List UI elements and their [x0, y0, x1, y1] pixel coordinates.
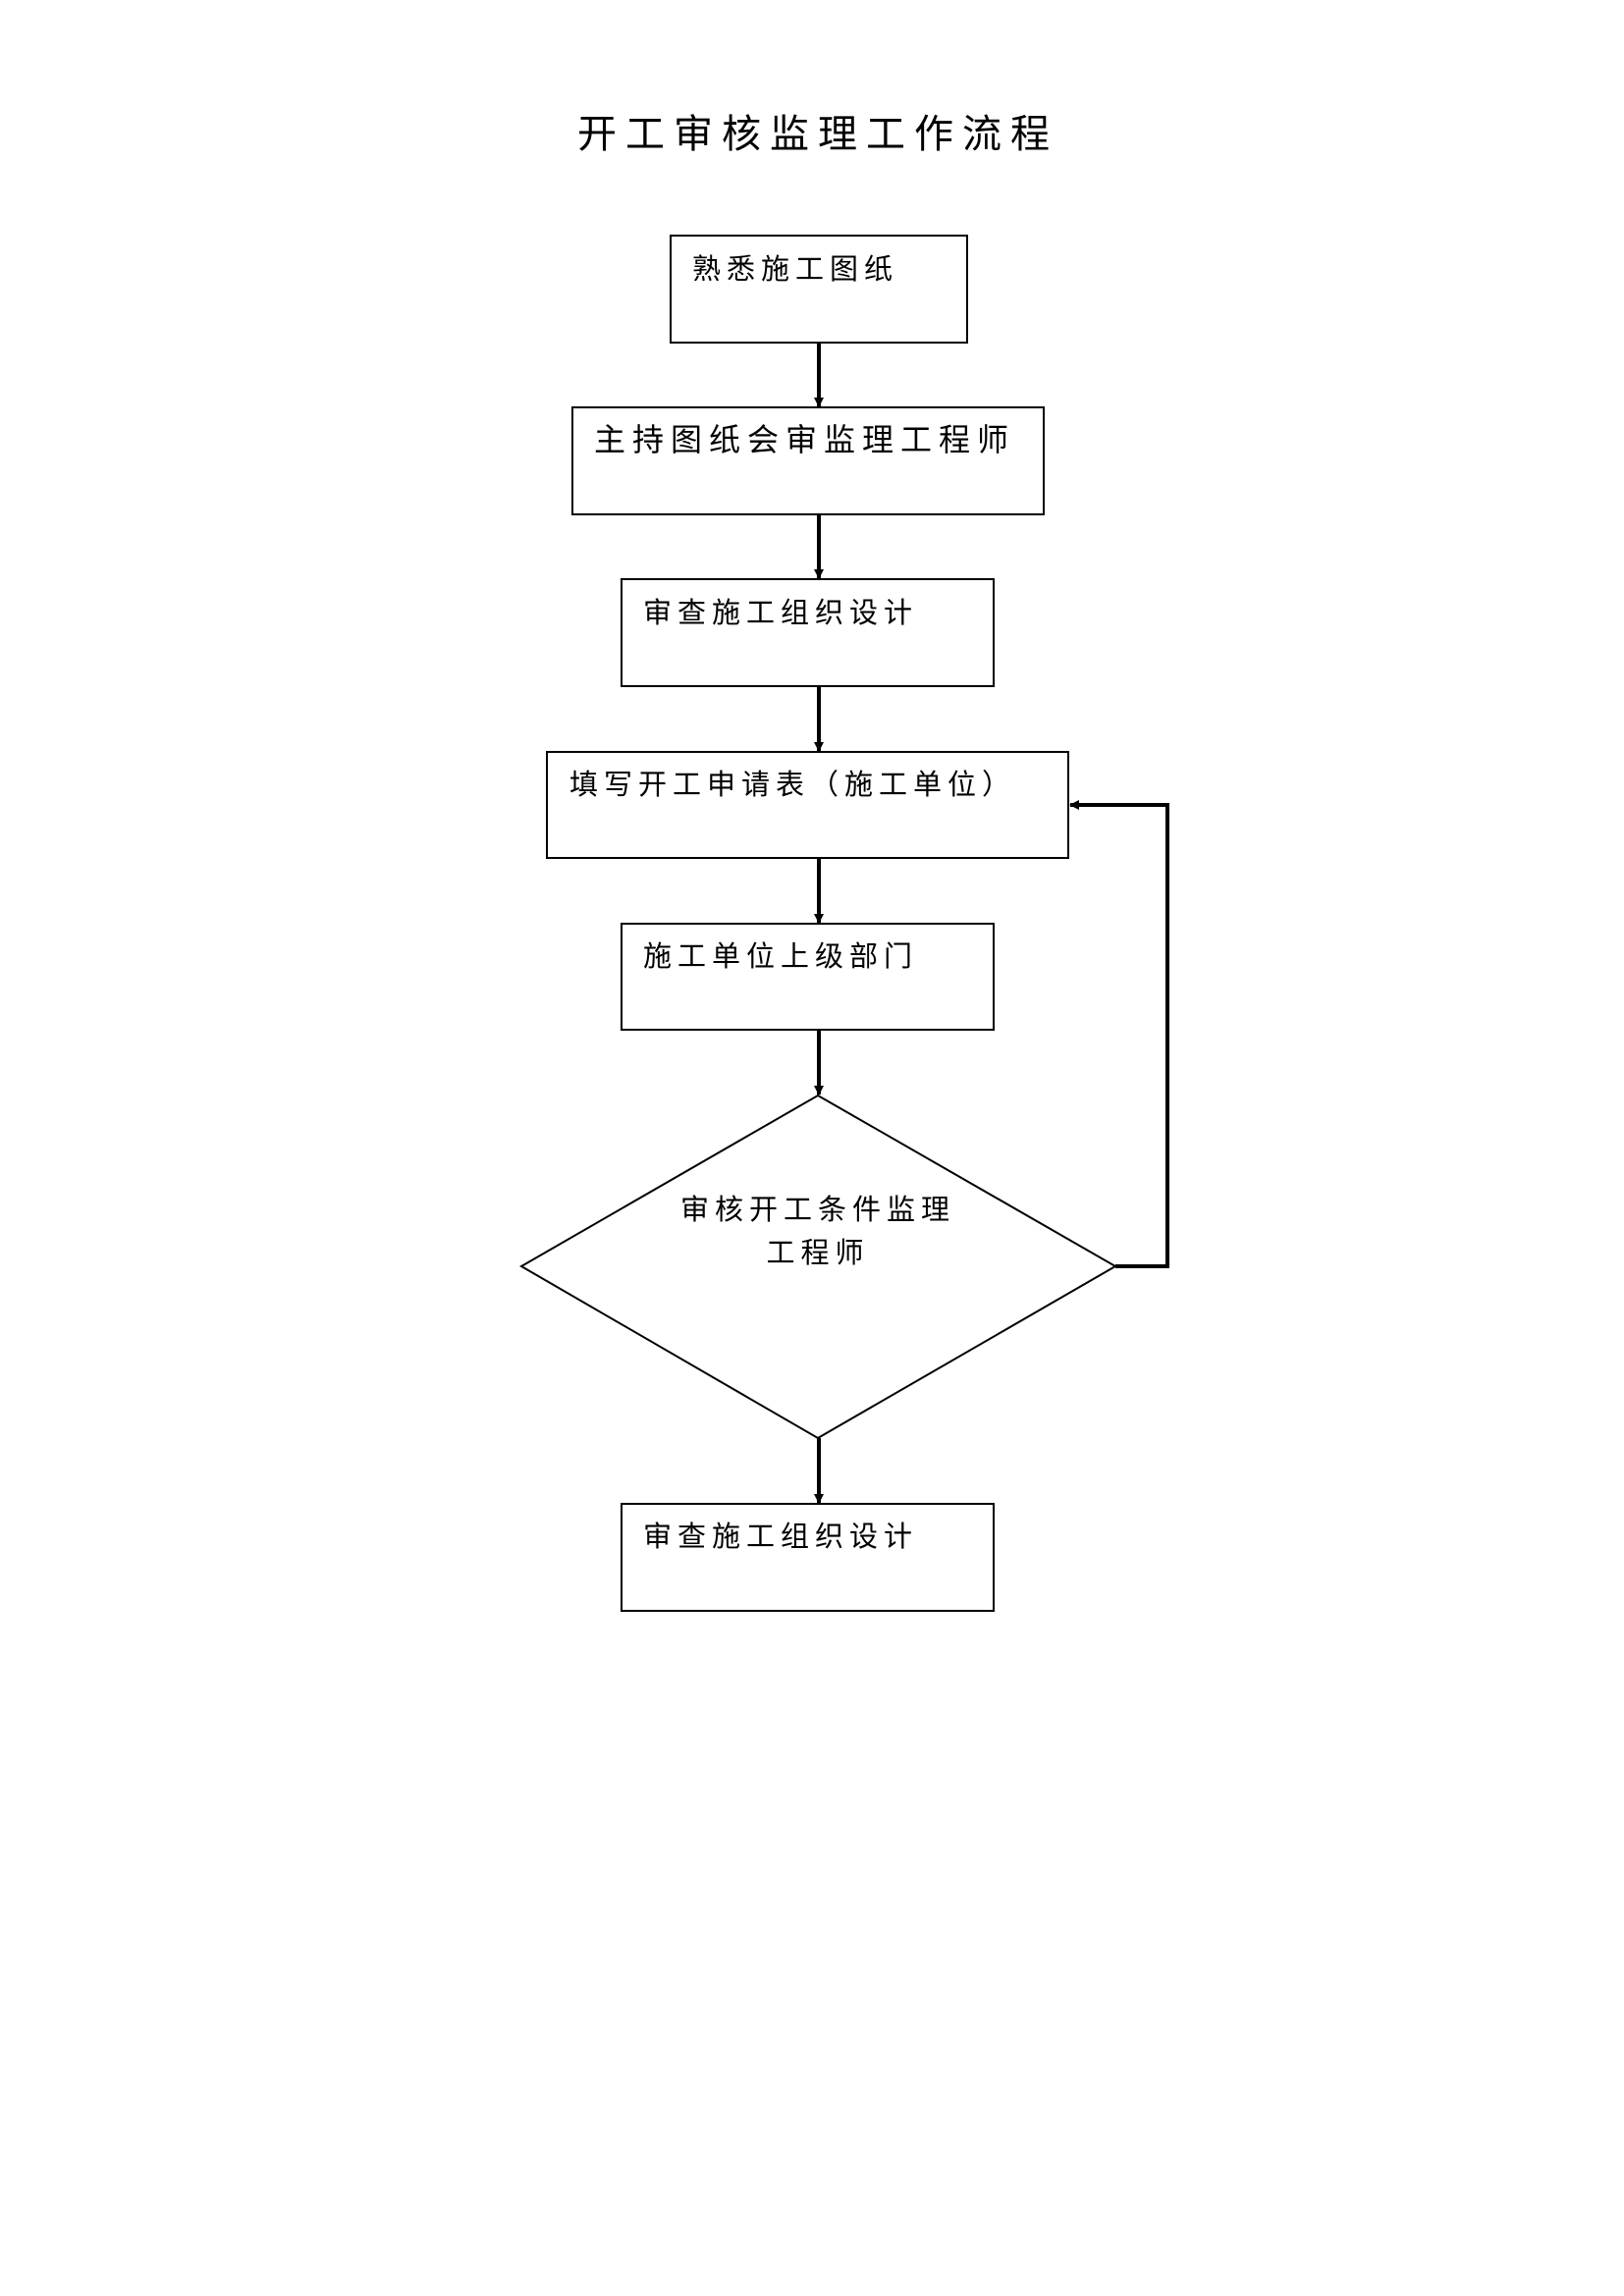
- node-label-review-construction-plan: 审查施工组织设计: [643, 596, 919, 629]
- node-box-drawing-review: [571, 406, 1045, 515]
- page-title: 开工审核监理工作流程: [577, 112, 1058, 157]
- node-label-audit-conditions-line1: 审核开工条件监理: [679, 1193, 955, 1226]
- node-label-superior-department: 施工单位上级部门: [643, 939, 919, 973]
- node-label-familiarize-drawings: 熟悉施工图纸: [692, 252, 899, 286]
- edge-audit-loop-back-to-application: [1069, 800, 1169, 1268]
- node-label-review-construction-plan-final: 审查施工组织设计: [643, 1520, 919, 1553]
- node-box-superior-department: [621, 923, 995, 1031]
- node-box-review-construction-plan: [621, 578, 995, 687]
- node-box-review-construction-plan-final: [621, 1503, 995, 1612]
- node-label-drawing-review: 主持图纸会审监理工程师: [594, 421, 1016, 458]
- node-label-audit-conditions: 审核开工条件监理 工程师: [622, 1188, 1014, 1274]
- node-label-fill-application: 填写开工申请表（施工单位）: [569, 768, 1017, 801]
- node-label-audit-conditions-line2: 工程师: [766, 1236, 870, 1269]
- node-box-fill-application: [546, 751, 1069, 859]
